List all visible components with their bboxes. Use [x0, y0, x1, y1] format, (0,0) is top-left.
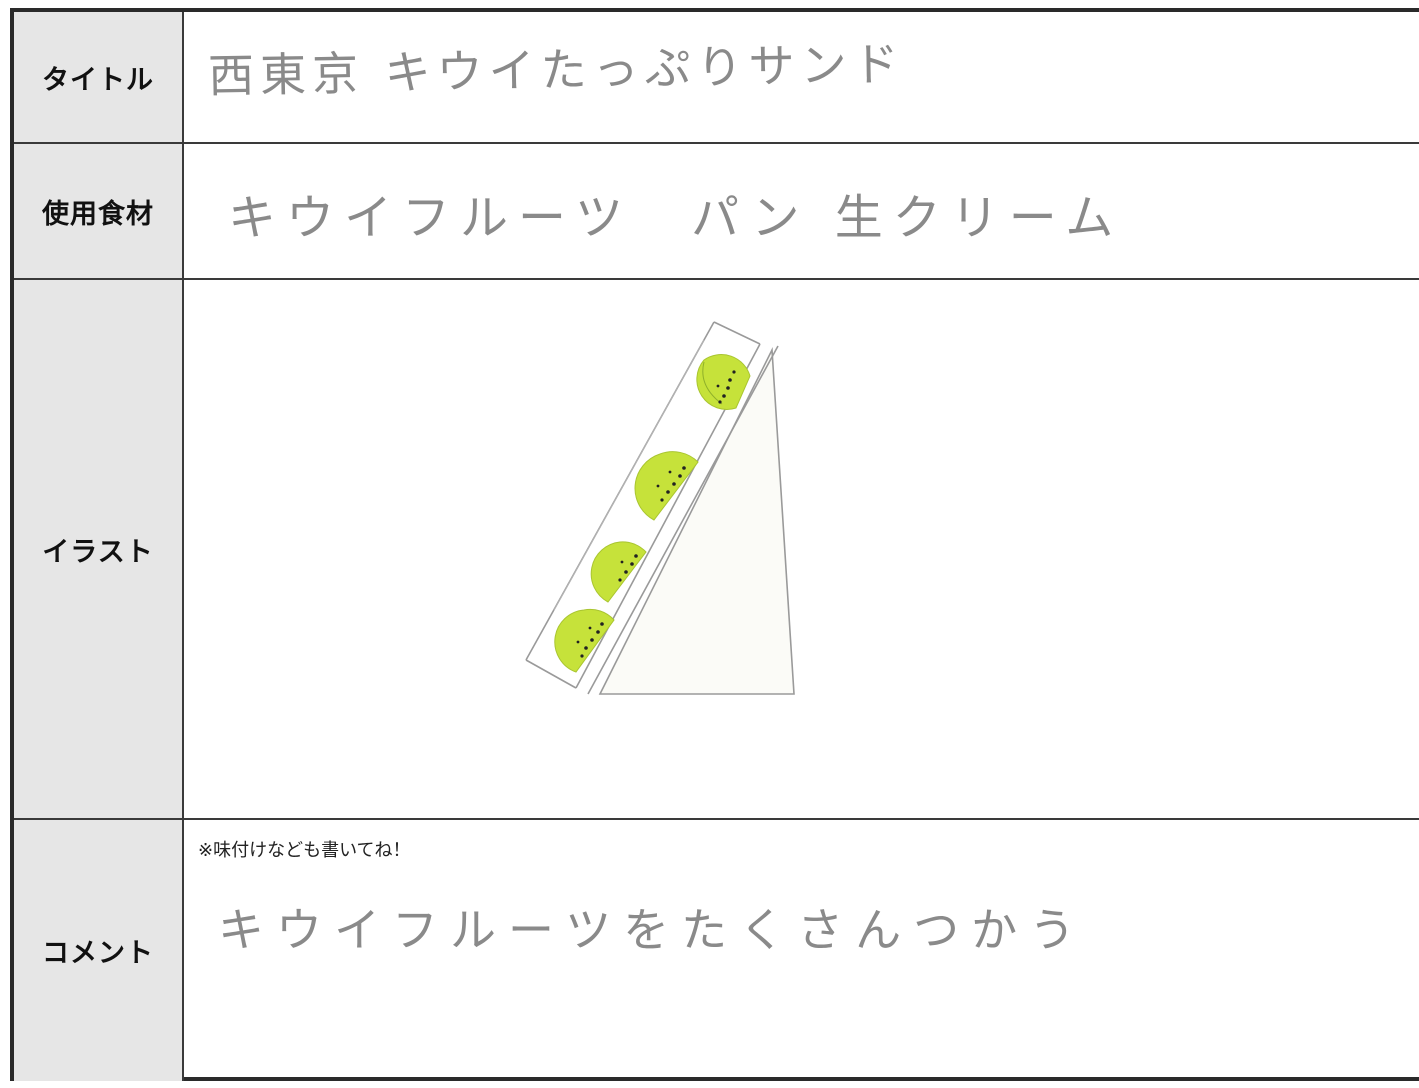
- ingredients-cell: キウイフルーツ パン 生クリーム: [184, 144, 1419, 278]
- kiwi-slice-icon: [554, 608, 615, 673]
- kiwi-slice-icon: [634, 451, 699, 521]
- title-handwriting: 西東京 キウイたっぷりサンド: [207, 36, 906, 103]
- illustration-cell: [184, 280, 1419, 818]
- comment-handwriting: キウイフルーツをたくさんつかう: [218, 903, 1088, 957]
- kiwi-slice-icon: [590, 541, 647, 603]
- kiwi-slices: [554, 354, 751, 673]
- illustration-label: イラスト: [14, 280, 184, 818]
- kiwi-sandwich-drawing: [525, 321, 795, 695]
- comment-note: ※味付けなども書いてね！: [198, 840, 411, 861]
- bread-edge: [587, 345, 779, 695]
- ingredients-handwriting: キウイフルーツ パン 生クリーム: [228, 190, 1124, 246]
- title-cell: 西東京 キウイたっぷりサンド: [184, 12, 1419, 142]
- title-row: タイトル 西東京 キウイたっぷりサンド: [14, 12, 1419, 144]
- comment-cell: ※味付けなども書いてね！ キウイフルーツをたくさんつかう: [184, 820, 1419, 1081]
- kiwi-slice-icon: [696, 354, 751, 410]
- illustration-row: イラスト: [14, 280, 1419, 820]
- ingredients-label: 使用食材: [14, 144, 184, 278]
- ingredients-row: 使用食材 キウイフルーツ パン 生クリーム: [14, 144, 1419, 280]
- title-label: タイトル: [14, 12, 184, 142]
- comment-row: コメント ※味付けなども書いてね！ キウイフルーツをたくさんつかう: [14, 820, 1419, 1081]
- comment-label: コメント: [14, 820, 184, 1081]
- bread-triangle: [598, 346, 795, 695]
- recipe-sheet: タイトル 西東京 キウイたっぷりサンド 使用食材 キウイフルーツ パン 生クリー…: [10, 8, 1419, 1081]
